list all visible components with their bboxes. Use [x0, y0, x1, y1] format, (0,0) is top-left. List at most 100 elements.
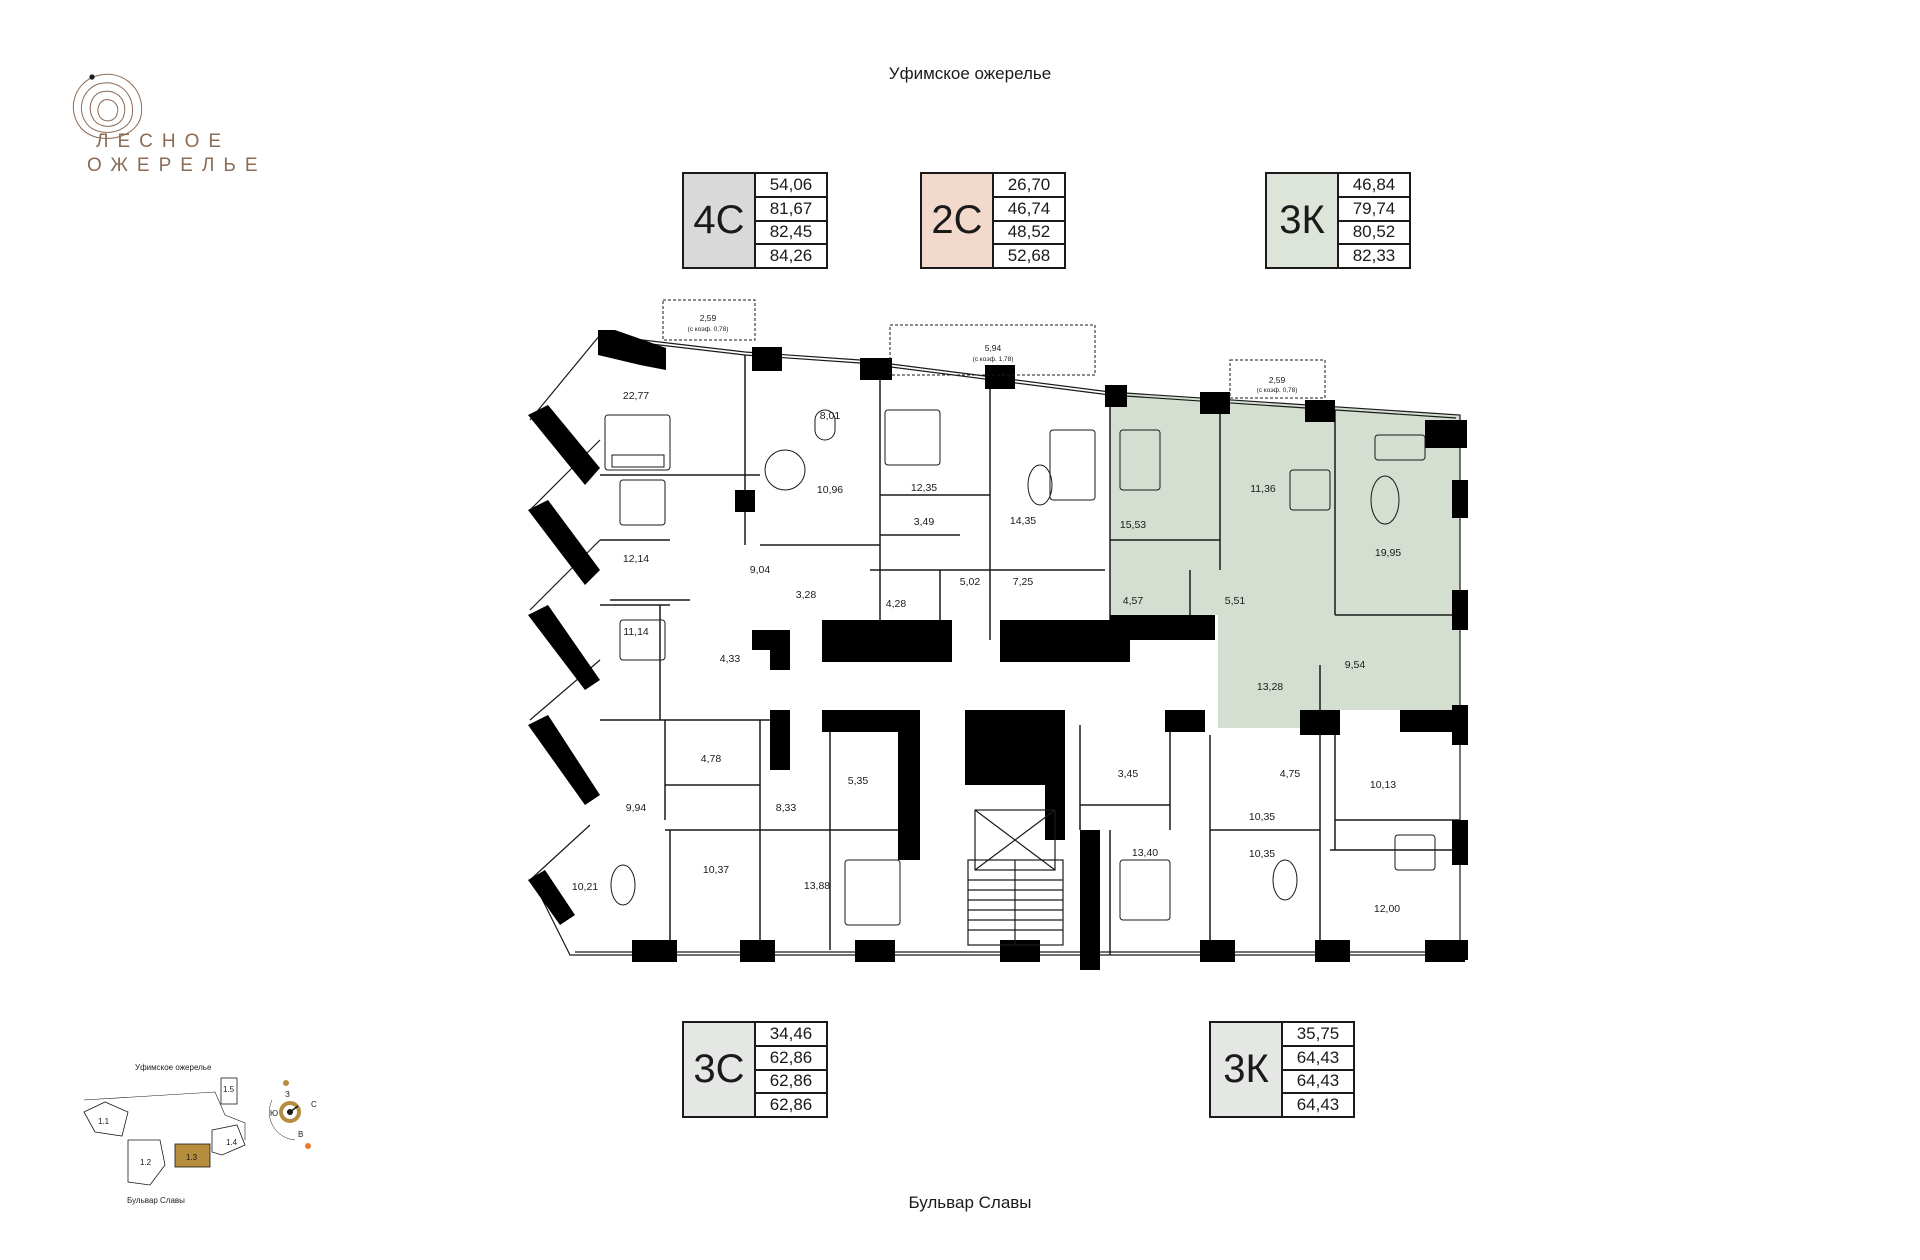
- area-value: 64,43: [1283, 1046, 1353, 1071]
- sun-icon: [283, 1080, 289, 1086]
- area-value: 79,74: [1339, 197, 1409, 222]
- room-area: 12,00: [1374, 903, 1400, 915]
- area-value: 46,74: [994, 197, 1064, 222]
- street-bottom: Бульвар Славы: [908, 1193, 1032, 1212]
- room-area: 11,36: [1250, 483, 1276, 495]
- apartment-type: 4С: [684, 174, 756, 267]
- compass-label: В: [298, 1130, 303, 1139]
- apartment-areas: 34,46 62,86 62,86 62,86: [756, 1023, 826, 1116]
- furniture: [604, 409, 1436, 926]
- room-area: 14,35: [1010, 515, 1036, 527]
- area-value: 80,52: [1339, 221, 1409, 246]
- area-value: 62,86: [756, 1070, 826, 1095]
- apartment-areas: 46,84 79,74 80,52 82,33: [1339, 174, 1409, 267]
- room-area: 3,45: [1118, 768, 1139, 780]
- room-area: 10,96: [817, 484, 843, 496]
- area-value: 54,06: [756, 174, 826, 198]
- logo: ЛЕСНОЕ ОЖЕРЕЛЬЕ: [62, 62, 302, 182]
- apartment-card-3k-bottom[interactable]: 3К 35,75 64,43 64,43 64,43: [1209, 1021, 1355, 1118]
- room-area: 3,28: [796, 589, 817, 601]
- room-area: 13,40: [1132, 847, 1158, 859]
- room-area: 10,35: [1249, 811, 1275, 823]
- room-area: 12,14: [623, 553, 649, 565]
- minimap-section-label: 1.4: [226, 1138, 238, 1147]
- elevator-core: [967, 809, 1064, 946]
- room-area: 8,33: [776, 802, 797, 814]
- balcony-coef: (с коэф. 0,78): [688, 326, 729, 333]
- room-area: 7,25: [1013, 576, 1034, 588]
- minimap-section-label: 1.2: [140, 1158, 152, 1167]
- minimap-street-top: Уфимское ожерелье: [135, 1063, 212, 1072]
- area-value: 48,52: [994, 221, 1064, 246]
- minimap-section-label: 1.5: [223, 1085, 235, 1094]
- apartment-card-3k-top[interactable]: 3К 46,84 79,74 80,52 82,33: [1265, 172, 1411, 269]
- balcony-coef: (с коэф. 0,78): [1257, 387, 1298, 394]
- room-area: 4,28: [886, 598, 907, 610]
- logo-contour-icon: [72, 73, 143, 139]
- area-value: 81,67: [756, 197, 826, 222]
- room-area: 15,53: [1120, 519, 1146, 531]
- apartment-type: 3К: [1211, 1023, 1283, 1116]
- room-area: 13,28: [1257, 681, 1283, 693]
- balconies: [662, 299, 1326, 399]
- apartment-card-3c[interactable]: 3С 34,46 62,86 62,86 62,86: [682, 1021, 828, 1118]
- balcony-area: 2,59: [1269, 375, 1286, 385]
- apartment-card-2c[interactable]: 2С 26,70 46,74 48,52 52,68: [920, 172, 1066, 269]
- area-value: 52,68: [994, 245, 1064, 267]
- apartment-type: 2С: [922, 174, 994, 267]
- room-area: 10,37: [703, 864, 729, 876]
- room-area: 12,35: [911, 482, 937, 494]
- apartment-areas: 54,06 81,67 82,45 84,26: [756, 174, 826, 267]
- balcony-area: 5,94: [985, 343, 1002, 353]
- room-area: 19,95: [1375, 547, 1401, 559]
- area-value: 46,84: [1339, 174, 1409, 198]
- area-value: 26,70: [994, 174, 1064, 198]
- compass-label: Ю: [270, 1109, 278, 1118]
- area-value: 64,43: [1283, 1070, 1353, 1095]
- brand-line2: ОЖЕРЕЛЬЕ: [87, 155, 267, 176]
- compass-icon: [279, 1101, 301, 1123]
- area-value: 84,26: [756, 245, 826, 267]
- brand-line1: ЛЕСНОЕ: [96, 131, 231, 152]
- area-value: 34,46: [756, 1023, 826, 1047]
- compass-label: З: [285, 1090, 290, 1099]
- area-value: 64,43: [1283, 1094, 1353, 1116]
- room-area: 10,35: [1249, 848, 1275, 860]
- site-minimap: Уфимское ожерелье Бульвар Славы 1.1 1.2 …: [83, 1063, 317, 1205]
- area-value: 62,86: [756, 1094, 826, 1116]
- compass-label: С: [311, 1100, 317, 1109]
- apartment-areas: 26,70 46,74 48,52 52,68: [994, 174, 1064, 267]
- area-value: 82,33: [1339, 245, 1409, 267]
- room-area: 5,02: [960, 576, 981, 588]
- minimap-section-label: 1.1: [98, 1117, 110, 1126]
- area-value: 35,75: [1283, 1023, 1353, 1047]
- area-value: 82,45: [756, 221, 826, 246]
- area-value: 62,86: [756, 1046, 826, 1071]
- room-area: 4,33: [720, 653, 741, 665]
- room-area: 10,13: [1370, 779, 1396, 791]
- balcony-coef: (с коэф. 1,78): [973, 356, 1014, 363]
- room-area: 5,35: [848, 775, 869, 787]
- apartment-type: 3С: [684, 1023, 756, 1116]
- highlighted-apartment[interactable]: [1110, 392, 1460, 728]
- street-top: Уфимское ожерелье: [888, 64, 1052, 83]
- minimap-street-bottom: Бульвар Славы: [127, 1196, 185, 1205]
- room-area: 8,01: [820, 410, 841, 422]
- sun-icon: [305, 1143, 311, 1149]
- room-area: 4,78: [701, 753, 722, 765]
- room-area: 4,57: [1123, 595, 1144, 607]
- room-area: 9,04: [750, 564, 771, 576]
- minimap-section-label: 1.3: [186, 1153, 198, 1162]
- balcony-area: 2,59: [700, 313, 717, 323]
- room-area: 9,94: [626, 802, 647, 814]
- room-area: 3,49: [914, 516, 935, 528]
- room-area: 10,21: [572, 881, 598, 893]
- apartment-card-4c[interactable]: 4С 54,06 81,67 82,45 84,26: [682, 172, 828, 269]
- room-labels: 22,77 8,01 10,96 12,35 3,49 14,35 15,53 …: [572, 390, 1401, 915]
- room-area: 11,14: [623, 626, 649, 638]
- room-area: 22,77: [623, 390, 649, 402]
- room-area: 13,88: [804, 880, 830, 892]
- apartment-areas: 35,75 64,43 64,43 64,43: [1283, 1023, 1353, 1116]
- room-area: 9,54: [1345, 659, 1366, 671]
